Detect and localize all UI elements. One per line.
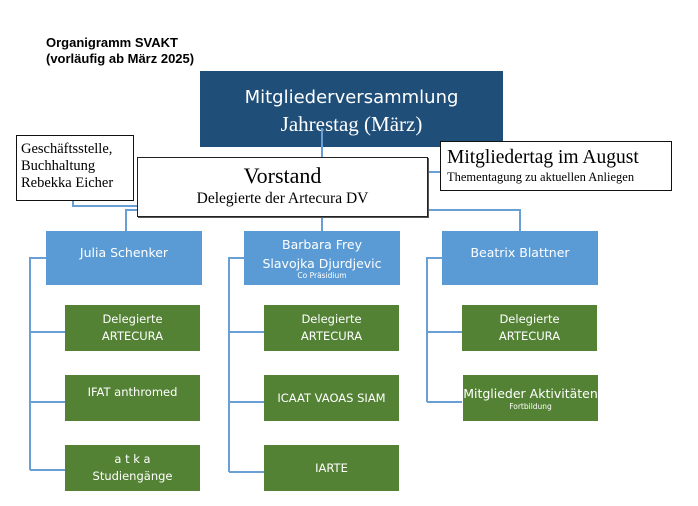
office-line-1: Geschäftsstelle,	[21, 141, 113, 157]
node-head-schenker: Julia Schenker	[46, 231, 202, 285]
head-name: Julia Schenker	[79, 245, 169, 260]
connector-board-schenker	[125, 209, 137, 231]
unit-line-1: IARTE	[315, 460, 348, 475]
board-title: Vorstand	[243, 163, 322, 188]
title-line-2: (vorläufig ab März 2025)	[46, 51, 195, 66]
node-office: Geschäftsstelle, Buchhaltung Rebekka Eic…	[16, 135, 134, 201]
node-unit: Mitglieder Aktivitäten Fortbildung	[463, 375, 598, 421]
node-unit: IARTE	[264, 445, 399, 491]
august-title: Mitgliedertag im August	[447, 147, 639, 168]
connector-board-blattner	[428, 209, 521, 231]
node-unit: a t k a Studiengänge	[65, 445, 200, 491]
august-subtitle: Thementagung zu aktuellen Anliegen	[447, 170, 635, 184]
connector-office-board	[72, 201, 137, 207]
head-names: Barbara Frey Slavojka Djurdjevic	[244, 235, 400, 273]
node-assembly: Mitgliederversammlung Jahrestag (März)	[200, 71, 503, 147]
connector-schenker-trunk	[29, 257, 46, 470]
unit-line-1: IFAT anthromed	[87, 385, 178, 399]
office-line-2: Buchhaltung	[21, 158, 96, 174]
assembly-title: Mitgliederversammlung	[244, 87, 459, 108]
unit-line-1: Delegierte	[499, 312, 560, 326]
board-subtitle: Delegierte der Artecura DV	[196, 190, 369, 207]
node-unit: ICAAT VAOAS SIAM	[264, 375, 399, 421]
unit-line-1: ICAAT VAOAS SIAM	[277, 390, 386, 405]
title-line-1: Organigramm SVAKT	[46, 35, 178, 50]
node-unit: IFAT anthromed	[65, 375, 200, 421]
unit-line-2: Studiengänge	[92, 469, 173, 483]
unit-line-2: ARTECURA	[498, 329, 561, 343]
head-name: Beatrix Blattner	[470, 245, 570, 260]
connector-copresidium-trunk	[228, 257, 244, 472]
connector-blattner-trunk	[426, 257, 442, 402]
unit-line-1: Delegierte	[102, 312, 163, 326]
node-board: Vorstand Delegierte der Artecura DV	[137, 157, 428, 217]
unit-sub: Fortbildung	[509, 401, 552, 411]
node-unit: Delegierte ARTECURA	[65, 305, 200, 351]
assembly-subtitle: Jahrestag (März)	[280, 112, 423, 136]
node-august-meeting: Mitgliedertag im August Thementagung zu …	[440, 141, 672, 191]
unit-line-2: ARTECURA	[101, 329, 164, 343]
node-head-blattner: Beatrix Blattner	[442, 231, 598, 285]
node-unit: Delegierte ARTECURA	[264, 305, 399, 351]
head-name-1: Barbara Frey	[282, 237, 362, 252]
node-unit: Delegierte ARTECURA	[462, 305, 597, 351]
page-title: Organigramm SVAKT (vorläufig ab März 202…	[46, 35, 194, 67]
head-role: Co Präsidium	[297, 271, 347, 280]
unit-line-1: Mitglieder Aktivitäten	[463, 385, 598, 401]
office-line-3: Rebekka Eicher	[21, 175, 114, 191]
node-head-copresidium: Barbara Frey Slavojka Djurdjevic Co Präs…	[244, 231, 400, 285]
unit-line-1: Delegierte	[301, 312, 362, 326]
unit-line-1: a t k a	[114, 452, 151, 466]
unit-line-2: ARTECURA	[300, 329, 363, 343]
head-name-2: Slavojka Djurdjevic	[262, 256, 382, 271]
